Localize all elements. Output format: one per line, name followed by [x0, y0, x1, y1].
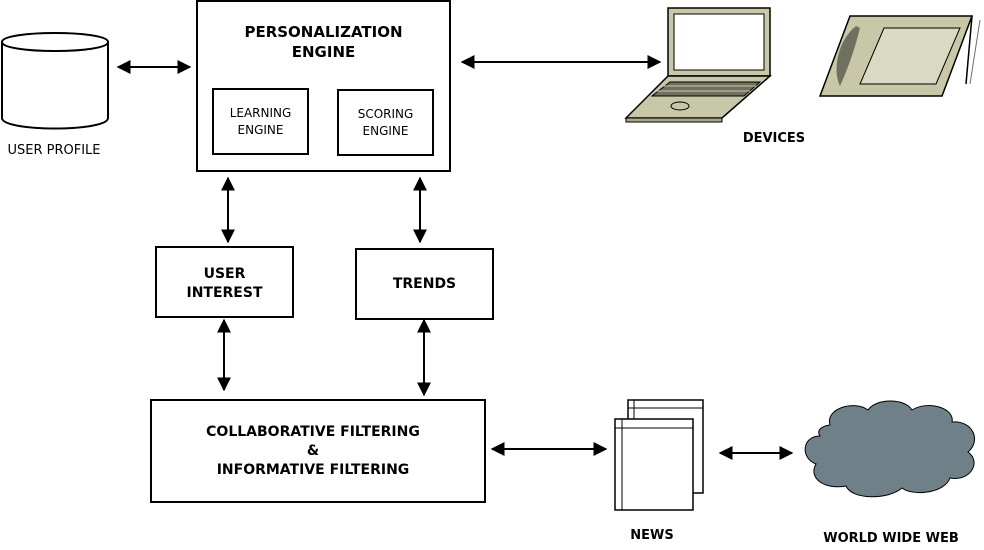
filtering-line-1: COLLABORATIVE FILTERING	[206, 423, 420, 440]
learning-engine-line-1: LEARNING	[229, 105, 292, 120]
scoring-engine-label: SCORING ENGINE	[337, 89, 434, 156]
personalization-engine-line-1: PERSONALIZATION	[244, 23, 403, 41]
learning-engine-box	[212, 88, 309, 155]
learning-engine-line-2: ENGINE	[237, 122, 284, 137]
filtering-box	[150, 399, 486, 503]
scoring-engine-line-1: SCORING	[357, 106, 414, 121]
user-interest-line-1: USER	[203, 266, 246, 282]
scoring-engine-line-2: ENGINE	[362, 123, 409, 138]
news-pages-icon	[614, 399, 704, 511]
news-label: NEWS	[630, 528, 674, 543]
user-interest-box	[155, 246, 294, 318]
user-profile-database-icon	[1, 32, 109, 130]
tablet-icon	[818, 15, 981, 97]
scoring-engine-box	[337, 89, 434, 156]
trends-label: TRENDS	[392, 276, 457, 292]
devices-label: DEVICES	[742, 131, 806, 146]
user-profile-label: USER PROFILE	[7, 143, 101, 158]
cloud-icon	[804, 400, 975, 498]
trends-box	[355, 248, 494, 320]
learning-engine-label: LEARNING ENGINE	[212, 88, 309, 155]
laptop-icon	[624, 7, 772, 123]
filtering-line-3: INFORMATIVE FILTERING	[216, 461, 410, 478]
filtering-label: COLLABORATIVE FILTERING & INFORMATIVE FI…	[150, 399, 476, 503]
connector-arrows	[116, 55, 794, 460]
user-interest-label: USER INTEREST	[155, 246, 294, 322]
filtering-line-2: &	[306, 442, 320, 459]
personalization-engine-line-2: ENGINE	[291, 43, 356, 61]
user-interest-line-2: INTEREST	[186, 285, 263, 301]
personalization-engine-label: PERSONALIZATION ENGINE	[196, 22, 451, 62]
world-wide-web-label: WORLD WIDE WEB	[823, 531, 959, 546]
